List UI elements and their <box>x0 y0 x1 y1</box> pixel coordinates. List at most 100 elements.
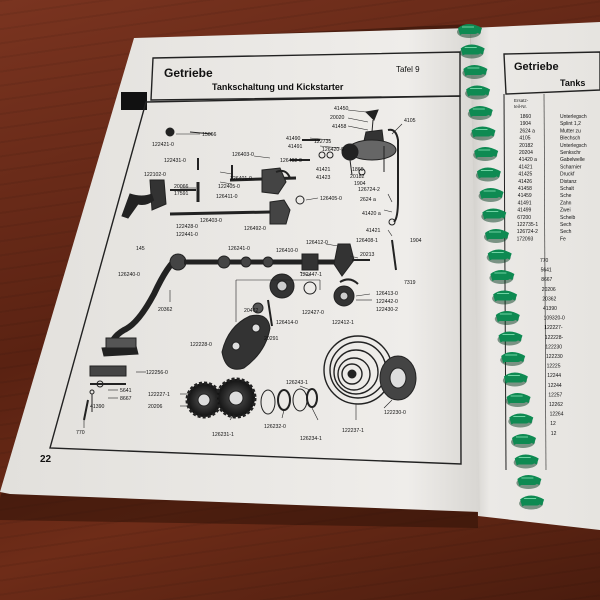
binding-coil <box>473 147 499 161</box>
right-page-title: Getriebe <box>514 61 559 73</box>
part-label: 126405-0 <box>320 196 342 202</box>
part-label: 20066 <box>174 184 189 190</box>
part-name: Schalt <box>560 186 575 192</box>
part-label: 122256-0 <box>146 370 168 376</box>
part-label: 1904 <box>354 181 366 187</box>
part-number: 12262 <box>549 402 563 408</box>
part-name: Scheib <box>560 215 576 221</box>
binding-coil <box>457 24 482 38</box>
part-name: Sech <box>560 222 572 228</box>
part-label: 41423 <box>316 175 331 181</box>
part-number: 770 <box>540 258 549 264</box>
binding-coil <box>465 85 491 100</box>
part-number: 41421 <box>519 164 533 170</box>
plate-label: Tafel 9 <box>396 65 420 74</box>
part-label: 122237-1 <box>342 428 364 434</box>
diagram-frame <box>49 95 462 465</box>
shift-fork-assembly <box>169 167 305 225</box>
part-label: 122447-1 <box>300 272 322 278</box>
part-number: 122735-1 <box>517 222 538 228</box>
part-number: 12257 <box>548 392 562 398</box>
part-label: 122442-0 <box>376 299 398 305</box>
part-number: 12244 <box>547 373 561 379</box>
part-number: 2624 a <box>520 128 536 134</box>
part-label: 41420 a <box>362 211 381 217</box>
part-label: 122735 <box>314 139 331 145</box>
part-number: 41426 <box>518 179 532 185</box>
part-number: 12 <box>550 421 556 427</box>
part-number: 41420 a <box>519 157 537 163</box>
binding-coil <box>508 413 534 428</box>
right-page-subtitle: Tanks <box>560 78 585 88</box>
part-label: 122441-0 <box>176 232 198 238</box>
part-name: Fe <box>560 236 566 242</box>
part-label: 17591 <box>174 191 189 197</box>
part-number: 41459 <box>518 193 532 199</box>
return-spring <box>323 335 393 405</box>
part-label: 122102-0 <box>144 172 166 178</box>
part-labels: 41450 20020 41458 4105 15066 122421-0 41… <box>76 106 422 442</box>
binding-coil <box>459 44 485 59</box>
part-name: Unterlegsch <box>560 114 587 120</box>
part-label: 126412-0 <box>306 240 328 246</box>
part-number: 126724-2 <box>517 229 538 235</box>
part-number: 4105 <box>519 136 530 142</box>
part-label: 126231-1 <box>212 432 234 438</box>
part-label: 20291 <box>264 336 279 342</box>
part-number: 109320-0 <box>544 316 565 322</box>
part-name: Blechsch <box>560 136 581 142</box>
binding-coil <box>494 311 520 325</box>
part-name: Druckf <box>560 172 575 178</box>
part-label: 41421 <box>316 167 331 173</box>
part-number: 122230 <box>545 344 562 350</box>
part-label: 20472 <box>244 308 259 314</box>
part-number: 41425 <box>518 172 532 178</box>
part-label: 126413-0 <box>376 291 398 297</box>
part-label: 126410-0 <box>276 248 298 254</box>
binding-coil <box>492 290 518 305</box>
part-label: 20213 <box>360 252 375 258</box>
part-number: 12225 <box>547 364 561 370</box>
part-label: 122230-0 <box>384 410 406 416</box>
part-name: Senkschr <box>560 150 581 156</box>
part-label: 126241-0 <box>228 246 250 252</box>
part-number: 12 <box>551 431 557 437</box>
page-number: 22 <box>40 454 52 465</box>
small-pins <box>165 127 334 180</box>
part-label: 41491 <box>288 144 303 150</box>
spring-cover <box>379 355 417 401</box>
binding-coil <box>516 475 542 489</box>
part-label: 1904 <box>410 238 422 244</box>
part-label: 20206 <box>148 404 163 410</box>
part-name: Zwei <box>560 208 571 214</box>
part-number: 67200 <box>517 215 531 221</box>
binding-coil <box>470 126 496 141</box>
part-label: 5641 <box>120 388 132 394</box>
binding-coil <box>481 208 507 223</box>
binding-coil <box>489 270 515 284</box>
part-number: 41390 <box>543 306 557 312</box>
part-label: 122228-0 <box>190 342 212 348</box>
part-label: 126724-2 <box>358 187 380 193</box>
part-label: 126403-0 <box>232 152 254 158</box>
part-label: 4105 <box>404 118 416 124</box>
part-number: 172093 <box>517 236 534 242</box>
part-name: Distanz <box>560 179 577 185</box>
part-label: 126234-1 <box>300 436 322 442</box>
index-tab <box>121 92 147 110</box>
binding-coil <box>511 434 536 448</box>
part-label: 126414-0 <box>276 320 298 326</box>
part-number: 20362 <box>542 296 556 302</box>
part-name: Zahn <box>560 200 572 206</box>
part-label: 20182 <box>350 174 365 180</box>
part-number: 12244 <box>548 383 562 389</box>
binding-coil <box>502 372 528 387</box>
part-name: Sche <box>560 193 572 199</box>
part-label: 41458 <box>332 124 347 130</box>
part-number: 41499 <box>517 208 531 214</box>
part-label: 126401-0 <box>230 176 252 182</box>
binding-coil <box>486 249 512 264</box>
part-label: 41421 <box>366 228 381 234</box>
part-name: Sech <box>560 229 572 235</box>
